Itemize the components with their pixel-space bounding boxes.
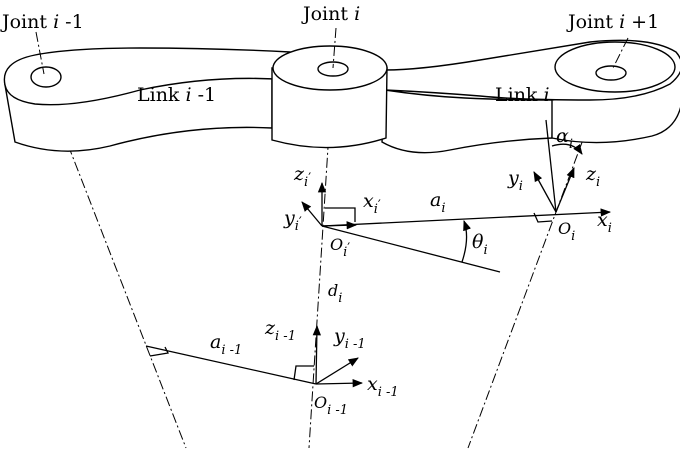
joint-axis-next-stub bbox=[611, 37, 629, 71]
right-angle-marker bbox=[325, 207, 356, 222]
z-i-axis bbox=[555, 167, 575, 213]
o-i-label: Oi bbox=[558, 219, 575, 244]
alpha-i-label: αi bbox=[556, 125, 573, 152]
alpha-ref-line bbox=[545, 119, 557, 213]
o-i-prime-label: Oi′ bbox=[330, 235, 350, 260]
a-i-minus-1-label: ai -1 bbox=[210, 331, 242, 358]
joint-next-hole bbox=[595, 65, 627, 81]
y-i-prime-label: yi′ bbox=[283, 207, 302, 234]
y-i-axis bbox=[533, 171, 557, 213]
theta-i-label: θi bbox=[472, 231, 488, 258]
y-i-minus-1-axis bbox=[315, 357, 359, 385]
d-i-label: di bbox=[328, 281, 342, 306]
a-i-line bbox=[321, 208, 612, 227]
theta-arc bbox=[461, 220, 472, 263]
frame-i-minus-1 bbox=[145, 324, 364, 388]
y-i-minus-1-label: yi -1 bbox=[333, 325, 366, 352]
x-i-minus-1-axis bbox=[315, 379, 364, 388]
y-i-label: yi bbox=[507, 167, 523, 194]
joint-next-label: Joint i +1 bbox=[566, 11, 659, 33]
right-angle-marker-origin bbox=[293, 365, 314, 381]
o-i-minus-1-label: Oi -1 bbox=[314, 393, 348, 418]
joint-axis-curr-stub bbox=[332, 27, 337, 69]
x-i-prime-label: xi′ bbox=[363, 190, 381, 217]
joint-curr-label: Joint i bbox=[301, 3, 360, 25]
link-curr-label: Link i bbox=[495, 84, 550, 106]
theta-ref-line bbox=[321, 225, 501, 273]
x-i-minus-1-label: xi -1 bbox=[367, 373, 399, 400]
z-i-label: zi bbox=[585, 163, 600, 190]
joint-prev-label: Joint i -1 bbox=[0, 11, 84, 33]
frame-i bbox=[533, 119, 583, 223]
right-angle-marker-i bbox=[533, 212, 553, 223]
joint-prev-hole bbox=[30, 66, 62, 88]
alpha-arc bbox=[551, 143, 583, 155]
y-i-prime-axis bbox=[301, 201, 323, 227]
x-i-label: xi bbox=[597, 209, 612, 236]
a-i-minus-1-line bbox=[145, 345, 317, 385]
joint-axis-prev bbox=[41, 77, 187, 449]
z-i-minus-1-axis bbox=[312, 324, 321, 385]
joint-axis-prev-stub bbox=[35, 31, 45, 75]
a-i-label: ai bbox=[430, 189, 446, 216]
right-angle-marker-prev bbox=[149, 346, 169, 357]
z-i-prime-label: zi′ bbox=[293, 163, 311, 190]
link-prev-label: Link i -1 bbox=[137, 84, 216, 106]
frame-i-prime bbox=[301, 181, 612, 273]
z-i-minus-1-label: zi -1 bbox=[264, 317, 296, 344]
joint-curr-hole bbox=[317, 61, 349, 77]
